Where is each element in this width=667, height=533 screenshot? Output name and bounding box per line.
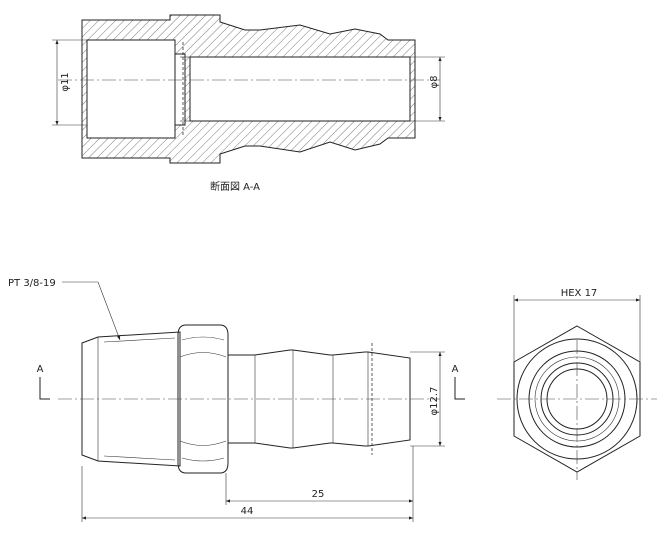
hex-flat-top bbox=[179, 352, 227, 358]
section-marker-left-label: A bbox=[37, 364, 44, 375]
dim-barb-length-label: 25 bbox=[312, 489, 325, 500]
thread-leader-line bbox=[97, 281, 121, 341]
thread-callout: PT 3/8-19 bbox=[8, 278, 56, 289]
section-marker-left bbox=[39, 377, 50, 400]
section-marker-right-label: A bbox=[452, 364, 459, 375]
hex-nut bbox=[177, 324, 229, 474]
section-counterbore bbox=[87, 39, 176, 139]
dim-hex-label: HEX 17 bbox=[561, 288, 598, 299]
side-view: PT 3/8-19 A A φ12.7 25 44 bbox=[8, 278, 465, 522]
section-view: φ11 φ8 断面図 A-A bbox=[52, 14, 445, 193]
section-marker-right bbox=[454, 377, 465, 400]
section-caption: 断面図 A-A bbox=[210, 180, 260, 193]
dim-overall-length-label: 44 bbox=[241, 506, 254, 517]
hex-flat-bottom bbox=[179, 440, 227, 446]
thread-root-bottom bbox=[103, 455, 176, 461]
hex-chamfer-top bbox=[181, 336, 225, 341]
section-hatch-body bbox=[81, 14, 416, 164]
dim-tip-label: φ8 bbox=[429, 76, 440, 89]
section-bore-outline bbox=[189, 56, 411, 122]
dim-barb-label: φ12.7 bbox=[429, 387, 440, 416]
hex-chamfer-bottom bbox=[181, 457, 225, 462]
end-view: HEX 17 bbox=[497, 288, 657, 480]
thread-root-top bbox=[103, 337, 176, 343]
dim-bore-label: φ11 bbox=[60, 72, 71, 91]
